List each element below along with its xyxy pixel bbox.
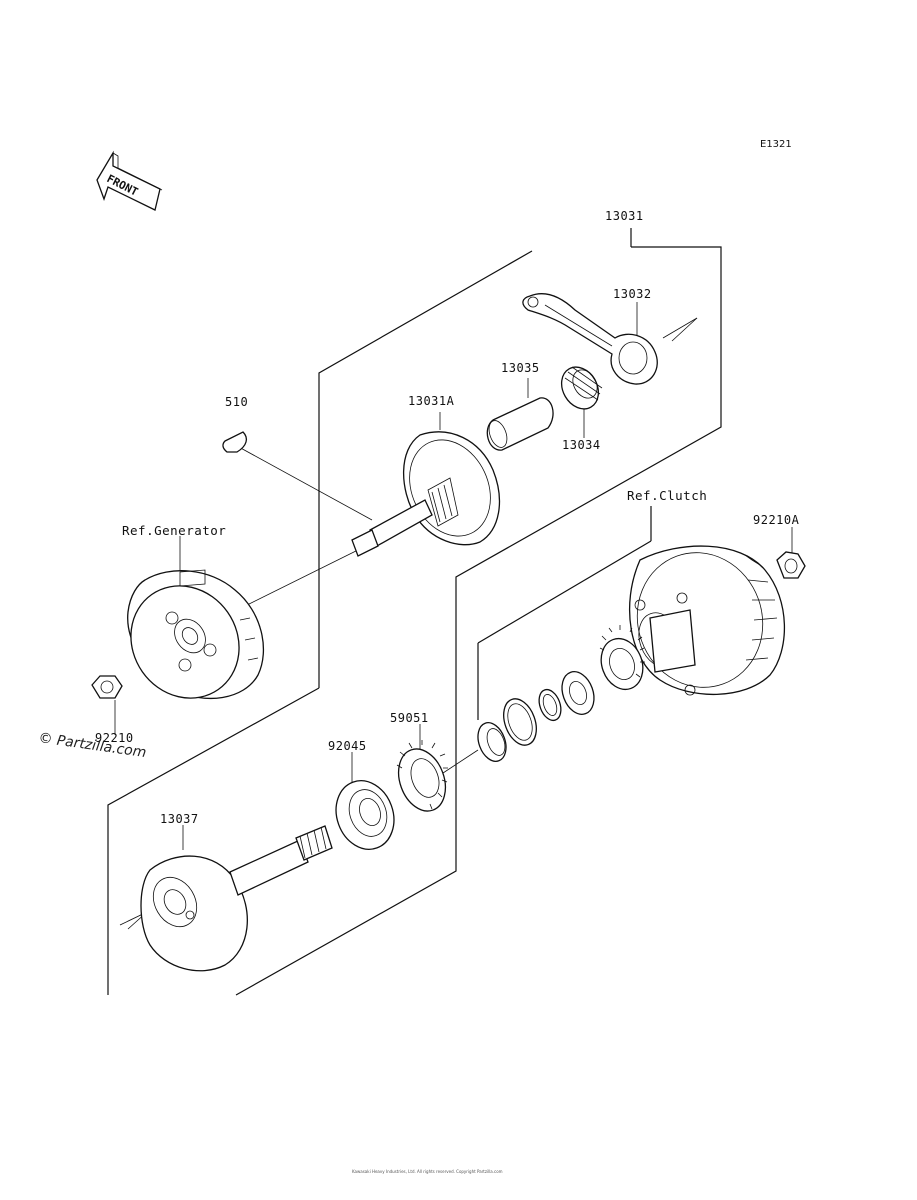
label-13032: 13032 bbox=[613, 287, 652, 301]
nut-92210 bbox=[91, 675, 123, 699]
crankshaft-left bbox=[351, 431, 501, 557]
nut-92210A bbox=[776, 551, 806, 579]
front-arrow-icon: FRONT bbox=[96, 150, 163, 211]
label-92210: 92210 bbox=[95, 731, 134, 745]
label-13035: 13035 bbox=[501, 361, 540, 375]
label-510: 510 bbox=[225, 395, 248, 409]
label-59051: 59051 bbox=[390, 711, 429, 725]
label-ref-generator: Ref.Generator bbox=[122, 523, 226, 538]
part-labels: 13031 13032 13035 13031A 13034 510 Ref.G… bbox=[95, 209, 800, 826]
clutch-assembly bbox=[628, 545, 786, 696]
label-13031A: 13031A bbox=[408, 394, 455, 408]
copyright-footer: Kawasaki Heavy Industries, Ltd. All righ… bbox=[352, 1169, 503, 1174]
connecting-rod bbox=[522, 293, 658, 385]
circlip bbox=[503, 698, 537, 746]
label-13031: 13031 bbox=[605, 209, 644, 223]
label-13034: 13034 bbox=[562, 438, 601, 452]
label-92210A: 92210A bbox=[753, 513, 800, 527]
woodruff-key bbox=[222, 431, 248, 453]
ball-bearing bbox=[335, 780, 395, 850]
collar bbox=[477, 722, 507, 762]
gear-59051 bbox=[396, 740, 448, 812]
washer bbox=[538, 688, 562, 722]
small-gear bbox=[561, 671, 595, 715]
label-ref-clutch: Ref.Clutch bbox=[627, 488, 707, 503]
crank-pin bbox=[486, 397, 554, 451]
needle-bearing bbox=[560, 366, 603, 410]
diagram-code: E1321 bbox=[760, 139, 792, 150]
label-92045: 92045 bbox=[328, 739, 367, 753]
primary-gear bbox=[599, 625, 645, 691]
label-13037: 13037 bbox=[160, 812, 199, 826]
assembly-frame-lines bbox=[107, 228, 722, 996]
crankshaft-right bbox=[140, 825, 333, 972]
generator-rotor bbox=[127, 569, 265, 700]
